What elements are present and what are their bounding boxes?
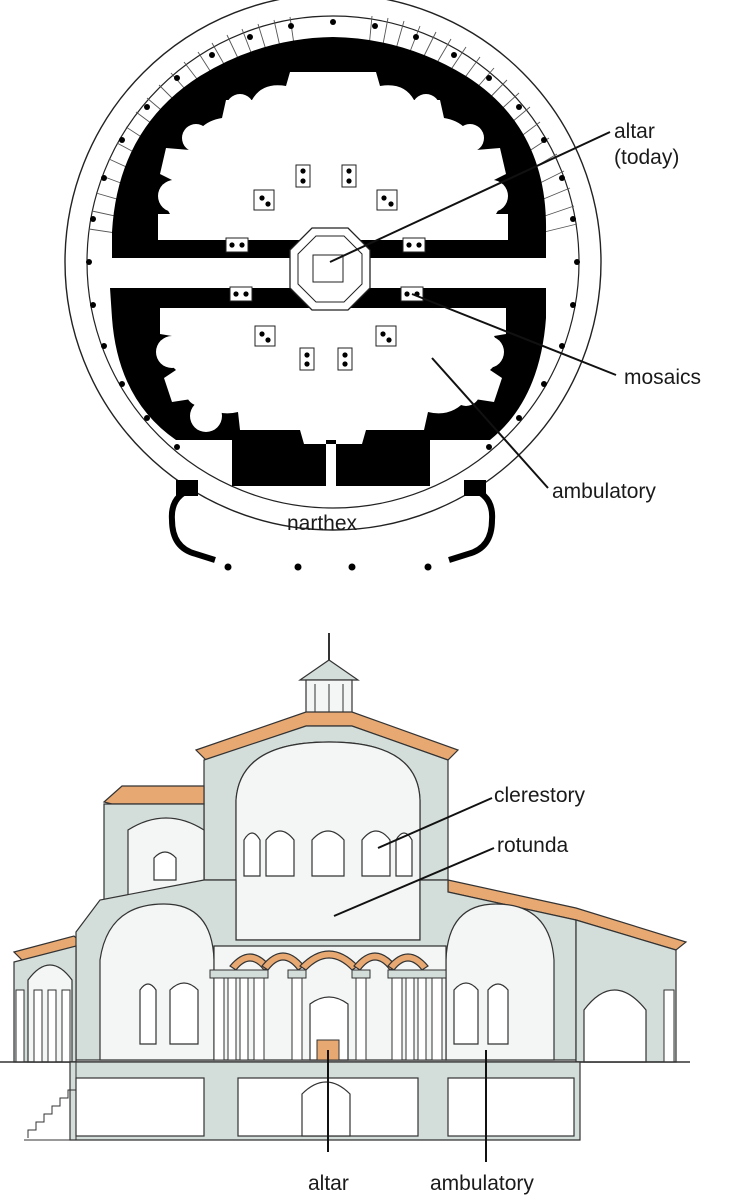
section-leader-lines [327, 797, 495, 1162]
label-altar-section: altar [308, 1172, 349, 1195]
right-portico-arch [583, 989, 647, 1063]
altar-block [312, 254, 344, 283]
wall-niches [156, 78, 508, 432]
crypt-chambers [75, 1077, 575, 1137]
lower-windows [139, 982, 509, 1045]
cross-section: clerestory rotunda altar ambulatory [0, 633, 690, 1195]
floor-plan: altar (today) mosaics ambulatory narthex [64, 0, 701, 571]
interior-piers [225, 164, 426, 371]
column-capitals [209, 969, 447, 979]
narthex [168, 480, 496, 571]
left-upper-roof [102, 785, 205, 805]
label-narthex: narthex [287, 512, 358, 535]
stairs [24, 1062, 77, 1141]
clerestory-windows [243, 830, 413, 877]
altar-octagon-inner [297, 235, 363, 303]
rotunda-walls [112, 37, 547, 258]
plan-leader-lines [329, 131, 617, 489]
right-portico-column [663, 989, 675, 1063]
rotunda-walls-lower [110, 288, 546, 486]
label-altar-today-line2: (today) [614, 146, 679, 169]
label-mosaics: mosaics [624, 366, 701, 389]
label-altar-today-line1: altar [614, 120, 655, 143]
label-ambulatory-plan: ambulatory [552, 480, 656, 503]
label-rotunda: rotunda [497, 834, 569, 857]
ring-columns [86, 19, 580, 450]
lantern-roof [298, 659, 360, 681]
label-ambulatory-section: ambulatory [430, 1172, 534, 1195]
label-clerestory: clerestory [494, 784, 586, 807]
left-upper-window [153, 851, 177, 881]
